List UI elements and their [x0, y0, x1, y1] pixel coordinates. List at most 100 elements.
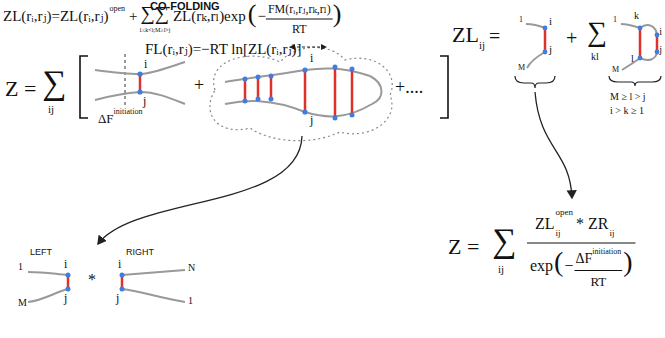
math-text: = [489, 26, 500, 46]
base-pair [139, 74, 142, 92]
strand [28, 272, 68, 275]
base-pair [334, 67, 337, 118]
math-text: ZL [535, 216, 555, 232]
structure-outline [210, 47, 392, 140]
math-text: j [549, 44, 552, 55]
math-text: M [612, 66, 619, 74]
math-text: − [564, 258, 573, 274]
nucleotide-dot [137, 71, 142, 76]
math-text: k [634, 11, 639, 21]
nucleotide-dot [543, 26, 548, 31]
base-pairs [245, 67, 352, 118]
nucleotide-dot [333, 116, 338, 121]
math-text: exp [530, 258, 553, 274]
math-text: ) [333, 1, 342, 27]
strand [28, 289, 68, 302]
nucleotide-dot [243, 77, 248, 82]
fraction-bar [527, 242, 635, 243]
math-text: initiation [114, 108, 143, 116]
strand [621, 24, 640, 28]
nucleotide-dot [638, 56, 643, 61]
leader-arrow [535, 92, 572, 198]
base-pair [656, 35, 659, 52]
math-text: +.... [395, 78, 423, 96]
math-text: ∑∑ [140, 3, 169, 23]
strand [370, 76, 382, 104]
math-text: i [549, 16, 552, 27]
base-pair [270, 76, 273, 99]
math-text: i [144, 58, 147, 70]
math-text: open [109, 5, 125, 13]
strand [527, 52, 545, 68]
bracket [80, 56, 88, 118]
math-text: ZL [452, 24, 479, 46]
bracket [440, 56, 448, 118]
math-text: ZL(rₖ,rₗ)exp [173, 9, 246, 24]
nucleotide-dot [137, 89, 142, 94]
math-text: kl [591, 52, 599, 62]
base-pair [351, 69, 354, 115]
math-text: ΔF [575, 252, 592, 266]
nucleotide-dot [350, 113, 355, 118]
base-pair [304, 70, 307, 112]
nucleotide-dot [66, 287, 71, 292]
math-text: open [556, 208, 574, 217]
math-text: ΔF [98, 112, 114, 125]
nucleotide-dot [350, 67, 355, 72]
math-text: M [18, 298, 27, 308]
math-text: i [659, 27, 662, 37]
strand [526, 24, 545, 28]
nucleotide-dot [269, 97, 274, 102]
fraction-bar [266, 18, 333, 19]
nucleotide-dot [655, 50, 660, 55]
strand [640, 25, 657, 35]
math-text: ij [479, 40, 485, 51]
math-text: Z = [5, 78, 36, 100]
math-text: FM(rᵢ,rⱼ,rₖ,rₗ) [268, 3, 331, 15]
math-text: ij [610, 229, 615, 238]
base-pair [257, 77, 260, 99]
math-text: ∑ [42, 66, 66, 100]
math-text: * [88, 272, 96, 288]
math-text: ) [623, 248, 632, 276]
base-pair [544, 28, 547, 52]
dashed-line [125, 54, 126, 108]
nucleotide-dot [269, 74, 274, 79]
math-text: j [659, 45, 662, 55]
math-text: j [143, 95, 146, 107]
math-text: j [116, 292, 119, 304]
math-text: 1 [18, 262, 23, 272]
base-pair [244, 79, 247, 101]
fraction-bar [574, 270, 622, 271]
math-text: i [118, 258, 121, 270]
math-text: + [129, 9, 137, 24]
nucleotide-dot [243, 99, 248, 104]
brace [515, 76, 555, 88]
nucleotide-dot [302, 67, 307, 72]
math-text: M ≥ l > j [610, 92, 646, 102]
nucleotide-dot [256, 75, 261, 80]
strand [225, 68, 370, 82]
math-text: i [310, 52, 313, 64]
math-text: + [194, 76, 204, 94]
math-text: 1≤k<i;M≥l>j [139, 27, 170, 33]
base-pair [639, 28, 642, 58]
nucleotide-dot [120, 273, 125, 278]
nucleotide-dot [655, 33, 660, 38]
math-text: i [64, 258, 67, 270]
math-text: ij [498, 264, 504, 275]
math-text: LEFT [30, 248, 52, 257]
nucleotide-dot [333, 65, 338, 70]
math-text: M [518, 64, 525, 72]
math-text: RIGHT [126, 248, 154, 257]
nucleotide-dot [66, 273, 71, 278]
math-text: − [257, 9, 265, 24]
nucleotide-dots [638, 26, 660, 61]
math-text: ij [48, 104, 54, 115]
nucleotide-dots [243, 65, 355, 121]
strand [640, 52, 657, 60]
nucleotide-dot [256, 97, 261, 102]
math-text: FL(rᵢ,rⱼ)=−RT ln[ZL(rᵢ,rⱼ)] [145, 42, 301, 57]
